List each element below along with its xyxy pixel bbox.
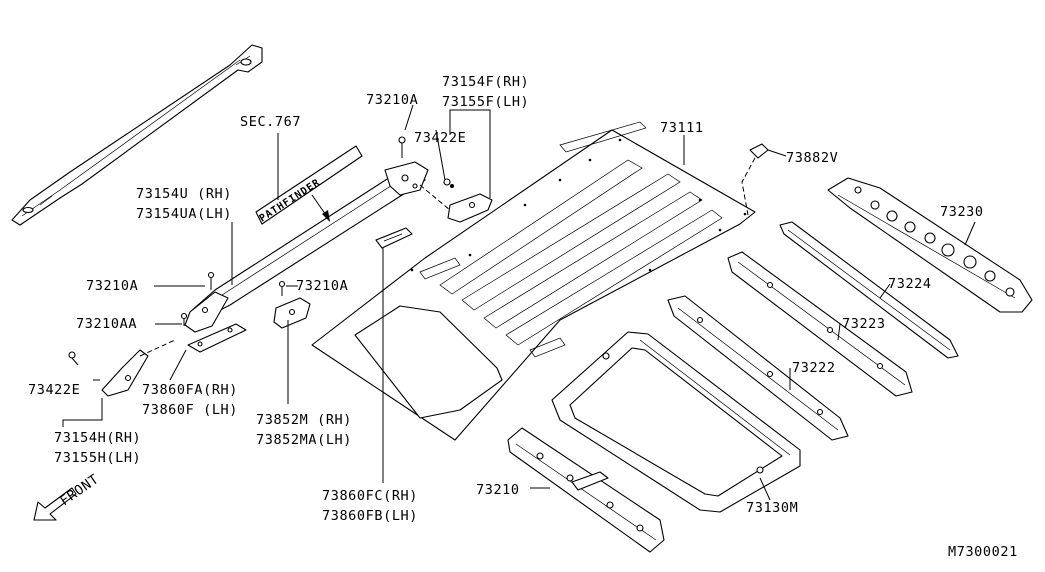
label-73154F: 73154F(RH) xyxy=(442,74,529,90)
front-arrow-icon: FRONT xyxy=(33,471,102,521)
roof-rail-73154U xyxy=(184,161,429,333)
label-73210AA: 73210AA xyxy=(76,316,137,332)
label-73222: 73222 xyxy=(792,360,836,376)
label-73155F: 73155F(LH) xyxy=(442,94,529,110)
label-73130M: 73130M xyxy=(746,500,798,516)
clip-73882V xyxy=(741,143,769,216)
label-73210: 73210 xyxy=(476,482,520,498)
label-73210A-top: 73210A xyxy=(366,92,418,108)
front-label: FRONT xyxy=(57,471,102,509)
label-73860F: 73860F (LH) xyxy=(142,402,238,418)
label-73210A-left: 73210A xyxy=(86,278,138,294)
screw-73210A-left xyxy=(207,271,215,290)
diagram-code: M7300021 xyxy=(948,544,1018,560)
label-73852MA: 73852MA(LH) xyxy=(256,432,352,448)
front-rail-73210 xyxy=(507,427,665,553)
label-73154UA: 73154UA(LH) xyxy=(136,206,232,222)
end-cap-73154H xyxy=(68,312,188,397)
label-sec767: SEC.767 xyxy=(240,114,301,130)
label-73860FA: 73860FA(RH) xyxy=(142,382,238,398)
label-73230: 73230 xyxy=(940,204,984,220)
sunroof-frame-73130M xyxy=(551,331,801,513)
label-73852M: 73852M (RH) xyxy=(256,412,352,428)
label-73210A-mid: 73210A xyxy=(296,278,348,294)
label-73860FC: 73860FC(RH) xyxy=(322,488,418,504)
bracket-73852M xyxy=(273,280,311,329)
clip-73860FA xyxy=(187,323,247,353)
label-73155H: 73155H(LH) xyxy=(54,450,141,466)
roof-bow-73222 xyxy=(667,295,849,441)
roof-rail-top-left xyxy=(11,44,263,226)
label-73422E-top: 73422E xyxy=(414,130,466,146)
label-73154U: 73154U (RH) xyxy=(136,186,232,202)
label-73223: 73223 xyxy=(842,316,886,332)
label-73422E-bottom: 73422E xyxy=(28,382,80,398)
roof-panel-73111 xyxy=(311,121,756,441)
leader-lines xyxy=(62,104,976,501)
roof-bow-73223 xyxy=(727,251,913,397)
label-73882V: 73882V xyxy=(786,150,838,166)
label-73860FB: 73860FB(LH) xyxy=(322,508,418,524)
roof-bow-73224 xyxy=(779,221,959,359)
label-73154H: 73154H(RH) xyxy=(54,430,141,446)
clip-73860FC xyxy=(375,227,413,249)
badge-text: PATHFINDER xyxy=(258,177,323,224)
label-73224: 73224 xyxy=(888,276,932,292)
bracket-73154F xyxy=(419,178,493,223)
label-73111: 73111 xyxy=(660,120,704,136)
part-labels: 73154F(RH) 73155F(LH) 73210A 73422E SEC.… xyxy=(28,74,1018,560)
roof-bow-73230 xyxy=(827,177,1033,313)
screw-73210A-top xyxy=(398,136,406,158)
